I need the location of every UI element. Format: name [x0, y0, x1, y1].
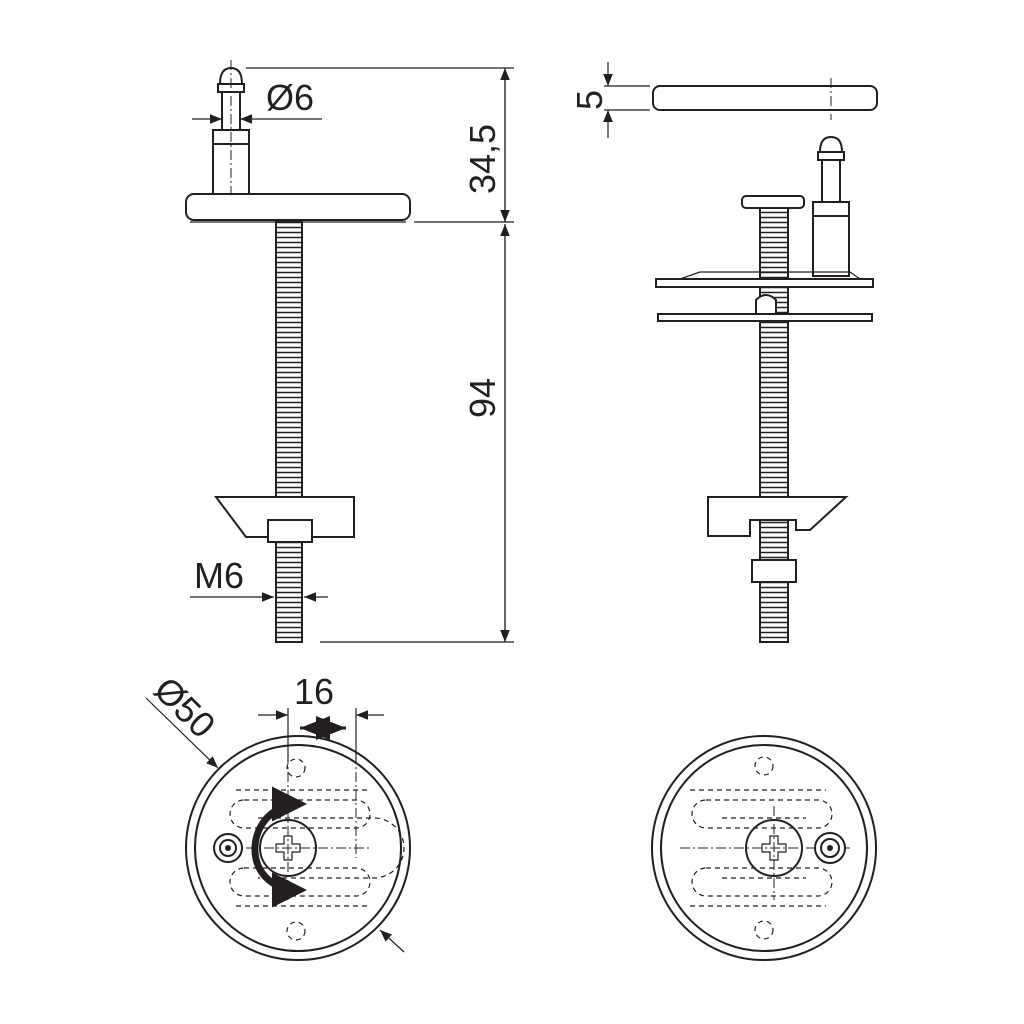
side-view-left — [185, 60, 411, 643]
cap-plate — [185, 193, 411, 221]
plan-view-right — [651, 735, 877, 961]
dim-cap-thickness: 5 — [569, 62, 650, 138]
rotation-arrow-icon — [251, 800, 307, 908]
bolt-length-label: 94 — [462, 378, 503, 418]
plan-view-left — [185, 718, 411, 961]
top-height-label: 34,5 — [462, 124, 503, 194]
slot-travel-label: 16 — [294, 671, 334, 712]
pin-right — [812, 135, 850, 277]
dim-bolt-length: 94 — [320, 224, 514, 643]
dim-slot-travel: 16 — [258, 671, 384, 762]
dim-top-height: 34,5 — [246, 67, 514, 223]
dim-pin-diameter: Ø6 — [192, 77, 322, 124]
threaded-rod — [275, 221, 303, 643]
thread-label: M6 — [194, 555, 244, 596]
cap-thickness-label: 5 — [569, 90, 610, 110]
cap-plate-right — [652, 85, 878, 111]
base-diameter-label: Ø50 — [146, 669, 223, 746]
pin-top — [212, 60, 250, 196]
side-view-right — [652, 78, 878, 643]
anchor-block-right — [707, 496, 849, 537]
pin-diameter-label: Ø6 — [266, 77, 314, 118]
dim-thread: M6 — [190, 555, 328, 602]
